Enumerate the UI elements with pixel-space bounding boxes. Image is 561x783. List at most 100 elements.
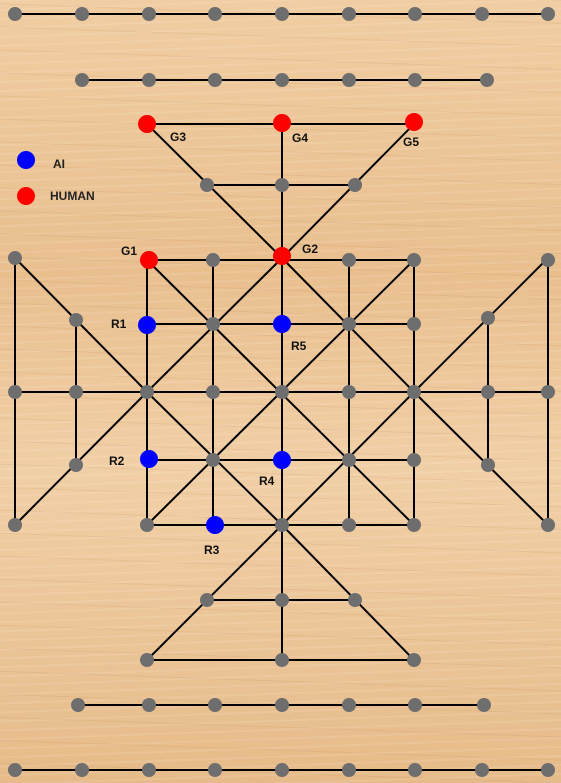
board-point[interactable] (348, 593, 362, 607)
board-point[interactable] (275, 518, 289, 532)
board-point[interactable] (208, 73, 222, 87)
board-point[interactable] (408, 73, 422, 87)
piece-r3[interactable] (206, 516, 224, 534)
board-point[interactable] (8, 251, 22, 265)
piece-g4[interactable] (273, 114, 291, 132)
board-line (14, 391, 148, 526)
board-point[interactable] (75, 763, 89, 777)
piece-label-r4: R4 (259, 474, 275, 488)
board-point[interactable] (275, 698, 289, 712)
piece-r5[interactable] (273, 315, 291, 333)
board-point[interactable] (477, 698, 491, 712)
piece-label-g3: G3 (170, 130, 186, 144)
board-point[interactable] (142, 7, 156, 21)
board-point[interactable] (408, 7, 422, 21)
board-point[interactable] (541, 253, 555, 267)
board-line (146, 524, 283, 661)
board-point[interactable] (407, 253, 421, 267)
legend-ai-label: AI (53, 157, 65, 171)
board-point[interactable] (8, 385, 22, 399)
piece-label-r1: R1 (111, 317, 127, 331)
board-point[interactable] (206, 253, 220, 267)
board-point[interactable] (8, 7, 22, 21)
piece-g2[interactable] (273, 247, 291, 265)
piece-label-g1: G1 (121, 244, 137, 258)
board-point[interactable] (75, 7, 89, 21)
board-point[interactable] (8, 763, 22, 777)
piece-g1[interactable] (140, 251, 158, 269)
piece-r4[interactable] (273, 451, 291, 469)
piece-r1[interactable] (138, 316, 156, 334)
board-point[interactable] (69, 385, 83, 399)
board-point[interactable] (342, 763, 356, 777)
board-point[interactable] (71, 698, 85, 712)
board-line (413, 257, 549, 393)
board-point[interactable] (541, 385, 555, 399)
board-point[interactable] (481, 311, 495, 325)
board-point[interactable] (342, 698, 356, 712)
legend-human-label: HUMAN (50, 189, 95, 203)
board-point[interactable] (407, 518, 421, 532)
board-point[interactable] (275, 385, 289, 399)
board-point[interactable] (275, 593, 289, 607)
board-point[interactable] (206, 453, 220, 467)
board-point[interactable] (275, 178, 289, 192)
board-point[interactable] (275, 653, 289, 667)
piece-label-r2: R2 (109, 454, 125, 468)
board-point[interactable] (541, 518, 555, 532)
piece-g3[interactable] (138, 115, 156, 133)
board-point[interactable] (206, 317, 220, 331)
board-point[interactable] (8, 518, 22, 532)
board-point[interactable] (342, 385, 356, 399)
board-point[interactable] (407, 317, 421, 331)
board-point[interactable] (140, 653, 154, 667)
legend-ai-swatch (17, 151, 35, 169)
board-point[interactable] (275, 7, 289, 21)
board-point[interactable] (208, 763, 222, 777)
board-point[interactable] (541, 7, 555, 21)
board-point[interactable] (142, 763, 156, 777)
board-points (8, 7, 555, 777)
board-point[interactable] (407, 385, 421, 399)
board-line (281, 524, 415, 661)
board-point[interactable] (408, 763, 422, 777)
board-point[interactable] (475, 763, 489, 777)
board-point[interactable] (275, 73, 289, 87)
board-point[interactable] (69, 458, 83, 472)
piece-r2[interactable] (140, 450, 158, 468)
piece-label-r3: R3 (204, 543, 220, 557)
board-point[interactable] (275, 763, 289, 777)
board-point[interactable] (206, 385, 220, 399)
board-point[interactable] (208, 698, 222, 712)
board-point[interactable] (541, 763, 555, 777)
piece-g5[interactable] (405, 113, 423, 131)
board-point[interactable] (475, 7, 489, 21)
board-point[interactable] (142, 73, 156, 87)
board-point[interactable] (342, 518, 356, 532)
board-line (413, 391, 549, 526)
piece-label-r5: R5 (291, 339, 307, 353)
board-point[interactable] (348, 178, 362, 192)
piece-label-g5: G5 (403, 135, 419, 149)
piece-label-g2: G2 (302, 242, 318, 256)
board-point[interactable] (481, 458, 495, 472)
board-point[interactable] (140, 518, 154, 532)
board-point[interactable] (342, 73, 356, 87)
board-point[interactable] (200, 593, 214, 607)
board-point[interactable] (407, 653, 421, 667)
board-point[interactable] (407, 453, 421, 467)
board-point[interactable] (480, 73, 494, 87)
board-point[interactable] (408, 698, 422, 712)
board-point[interactable] (200, 178, 214, 192)
board-point[interactable] (342, 453, 356, 467)
board-point[interactable] (140, 385, 154, 399)
board-point[interactable] (142, 698, 156, 712)
board-point[interactable] (208, 7, 222, 21)
board-point[interactable] (75, 73, 89, 87)
board-point[interactable] (481, 385, 495, 399)
board-point[interactable] (342, 317, 356, 331)
board-point[interactable] (69, 313, 83, 327)
board-point[interactable] (342, 253, 356, 267)
board-point[interactable] (342, 7, 356, 21)
